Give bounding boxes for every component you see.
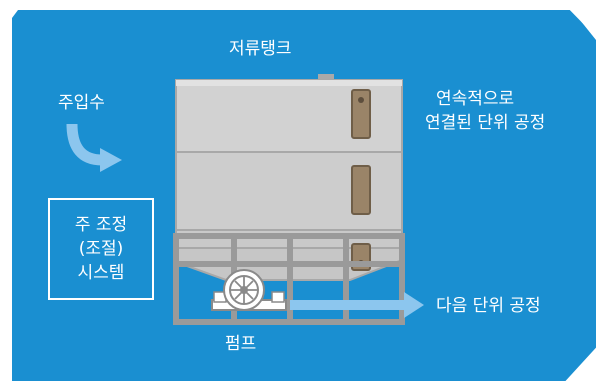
- inflow-arrow-icon: [66, 123, 122, 172]
- control-system-line1: 주 조정: [74, 215, 128, 235]
- control-system-line3: 시스템: [77, 263, 125, 283]
- sight-glass-middle: [351, 165, 371, 215]
- tank-top-nozzle: [318, 74, 334, 80]
- panel-white-corner-top: [560, 0, 603, 44]
- tank-label: 저류탱크: [229, 39, 292, 59]
- inflow-label: 주입수: [58, 93, 105, 113]
- control-system-box: 주 조정 (조절) 시스템: [48, 198, 154, 300]
- outflow-arrow-icon: [290, 292, 424, 318]
- connected-process-label-line2: 연결된 단위 공정: [425, 113, 546, 133]
- sight-glass-upper: [351, 89, 371, 139]
- panel-white-corner-bottom: [560, 340, 603, 387]
- control-system-line2: (조절): [78, 239, 124, 259]
- next-process-label: 다음 단위 공정: [436, 296, 541, 316]
- connected-process-label-line1: 연속적으로: [436, 89, 515, 109]
- pump-icon: [211, 269, 287, 311]
- pump-label: 펌프: [225, 334, 257, 354]
